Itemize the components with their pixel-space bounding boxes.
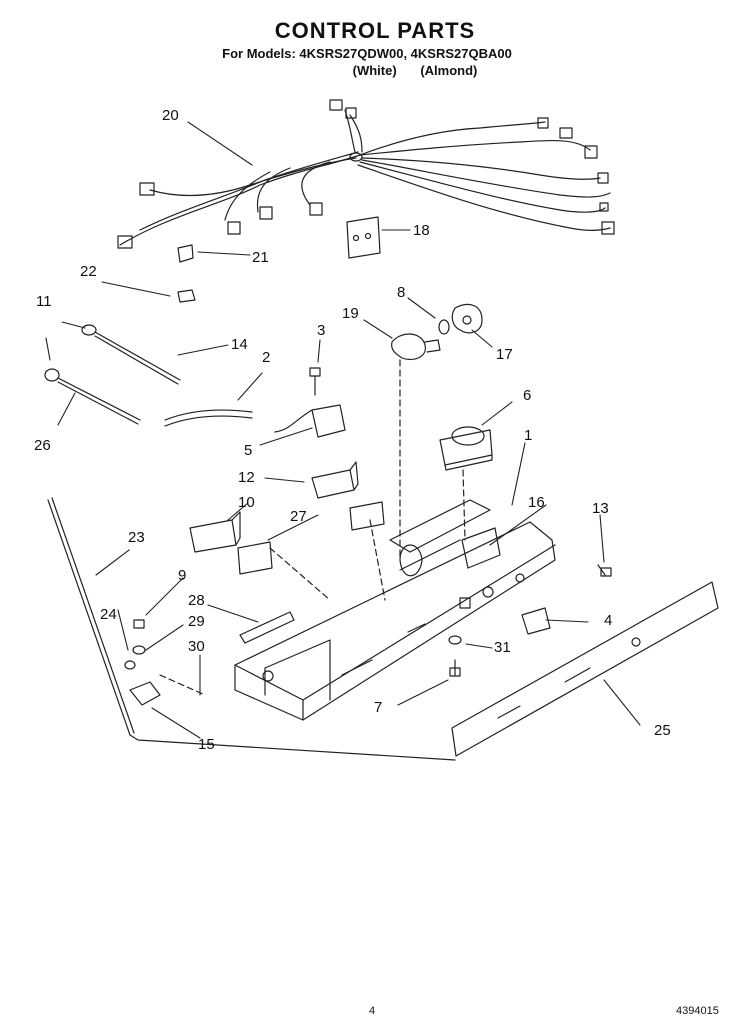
- callout-26: 26: [34, 437, 51, 454]
- callout-13: 13: [592, 500, 609, 517]
- callout-24: 24: [100, 606, 117, 623]
- callout-4: 4: [604, 612, 612, 629]
- callout-1: 1: [524, 427, 532, 444]
- callout-18: 18: [413, 222, 430, 239]
- color-white: (White): [352, 63, 397, 78]
- callout-3: 3: [317, 322, 325, 339]
- plate-18: [346, 216, 381, 259]
- label-27b: [349, 501, 385, 531]
- callout-9: 9: [178, 567, 186, 584]
- control-housing-1: [234, 499, 556, 721]
- callout-6: 6: [523, 387, 531, 404]
- callout-5: 5: [244, 442, 252, 459]
- callout-2: 2: [262, 349, 270, 366]
- bracket-16: [461, 527, 501, 569]
- bracket-12: [311, 469, 355, 499]
- color-variants: (White) (Almond): [40, 63, 750, 78]
- callout-28: 28: [188, 592, 205, 609]
- switch-5: [311, 404, 346, 438]
- callout-29: 29: [188, 613, 205, 630]
- page-number: 4: [369, 1005, 376, 1017]
- callout-14: 14: [231, 336, 248, 353]
- callout-20: 20: [162, 107, 179, 124]
- callout-25: 25: [654, 722, 671, 739]
- callout-8: 8: [397, 284, 405, 301]
- callout-22: 22: [80, 263, 97, 280]
- callout-19: 19: [342, 305, 359, 322]
- clip-21: [177, 244, 194, 263]
- callout-10: 10: [238, 494, 255, 511]
- callout-12: 12: [238, 469, 255, 486]
- bracket-10: [189, 519, 237, 553]
- socket-17: [451, 303, 483, 334]
- color-almond: (Almond): [420, 63, 478, 78]
- trim-panel-25: [451, 581, 719, 757]
- label-27a: [237, 541, 273, 575]
- clip-4: [521, 607, 551, 635]
- callout-27: 27: [290, 508, 307, 525]
- document-number: 4394015: [676, 1005, 719, 1017]
- page-title: CONTROL PARTS: [274, 18, 476, 43]
- callout-7: 7: [374, 699, 382, 716]
- wiring-harness: [117, 99, 615, 249]
- callout-11: 11: [36, 293, 52, 310]
- callout-17: 17: [496, 346, 513, 363]
- bulb-19: [391, 333, 426, 361]
- models-line: For Models: 4KSRS27QDW00, 4KSRS27QBA00: [222, 46, 512, 61]
- callout-23: 23: [128, 529, 145, 546]
- callout-31: 31: [494, 639, 511, 656]
- clip-22: [177, 289, 196, 303]
- tube-2: [164, 409, 253, 421]
- callout-30: 30: [188, 638, 205, 655]
- callout-16: 16: [528, 494, 545, 511]
- callout-15: 15: [198, 736, 215, 753]
- callout-21: 21: [252, 249, 269, 266]
